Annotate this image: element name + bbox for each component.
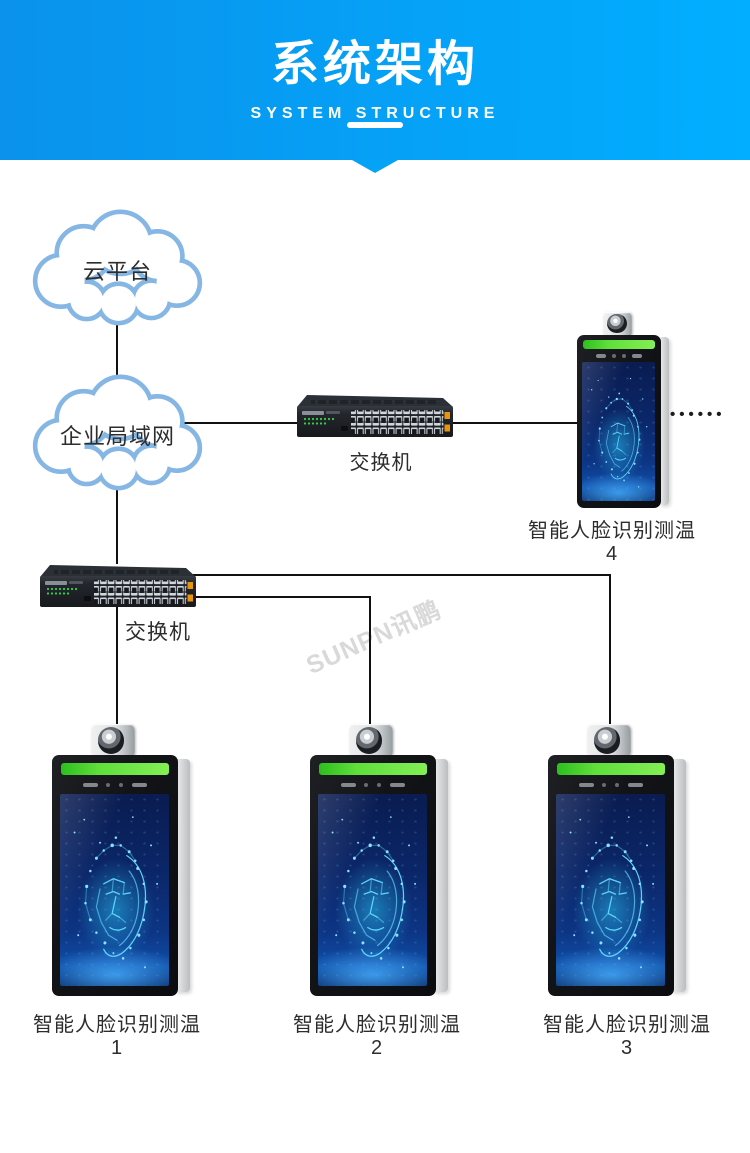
device-body (310, 755, 436, 996)
device-terminal-1 (52, 724, 190, 996)
device-side-edge (432, 759, 448, 992)
connector-switchleft-device3-v (609, 574, 611, 728)
camera-lens-icon (593, 726, 621, 754)
cloud-platform-label: 云平台 (82, 259, 152, 284)
connector-switchtop-device4 (452, 422, 578, 424)
device-screen (60, 793, 170, 987)
switch-top (295, 392, 455, 440)
enterprise-lan-icon (32, 374, 203, 491)
header-banner: 系统架构 SYSTEM STRUCTURE (0, 0, 750, 160)
connector-cloud1-cloud2 (116, 322, 118, 382)
ellipsis-dots: •••••• (670, 406, 726, 423)
cloud-platform-icon (32, 209, 203, 326)
status-light-bar (582, 340, 655, 349)
page-title: 系统架构 (270, 38, 479, 91)
connector-lan-switchtop (180, 422, 300, 424)
camera-lens-icon (607, 314, 627, 334)
device-label-2: 智能人脸识别测温2 (293, 1014, 461, 1059)
sensor-indicators (577, 352, 661, 359)
network-switch-icon (40, 565, 196, 607)
connector-switchleft-device2-h (193, 596, 371, 598)
network-switch-icon (297, 395, 453, 437)
face-hologram-icon (73, 815, 159, 969)
sensor-indicators (310, 780, 436, 790)
device-body (52, 755, 178, 996)
watermark: SUNPN讯鹏 (302, 595, 446, 681)
page-subtitle: SYSTEM STRUCTURE (250, 105, 500, 122)
switch-top-label: 交换机 (349, 452, 413, 474)
device-side-edge (670, 759, 686, 992)
device-side-edge (658, 337, 669, 506)
device-screen (556, 793, 666, 987)
connector-switchleft-device1 (116, 606, 118, 728)
status-light-bar (60, 762, 169, 775)
device-side-edge (174, 759, 190, 992)
device-label-1: 智能人脸识别测温1 (33, 1014, 201, 1059)
status-light-bar (556, 762, 665, 775)
camera-module (602, 312, 633, 336)
face-hologram-icon (331, 815, 417, 969)
connector-switchleft-device2-v (369, 596, 371, 728)
camera-module (90, 724, 135, 757)
device-body (577, 334, 661, 508)
device-terminal-2 (310, 724, 448, 996)
device-terminal-3 (548, 724, 686, 996)
banner-arrow-icon (352, 160, 398, 173)
device-label-4: 智能人脸识别测温4 (528, 520, 696, 565)
camera-lens-icon (355, 726, 383, 754)
sensor-indicators (548, 780, 674, 790)
face-hologram-icon (591, 378, 648, 488)
enterprise-lan-label: 企业局域网 (59, 424, 175, 449)
camera-module (348, 724, 393, 757)
switch-left (38, 562, 198, 610)
camera-lens-icon (97, 726, 125, 754)
device-screen (582, 362, 656, 502)
camera-module (586, 724, 631, 757)
connector-lan-switchleft (116, 488, 118, 564)
device-terminal-4 (577, 312, 669, 508)
device-body (548, 755, 674, 996)
device-label-3: 智能人脸识别测温3 (543, 1014, 711, 1059)
connector-switchleft-device3-h (193, 574, 611, 576)
sensor-indicators (52, 780, 178, 790)
switch-left-label: 交换机 (125, 621, 191, 644)
status-light-bar (318, 762, 427, 775)
device-screen (318, 793, 428, 987)
title-divider (347, 122, 403, 128)
face-hologram-icon (569, 815, 655, 969)
